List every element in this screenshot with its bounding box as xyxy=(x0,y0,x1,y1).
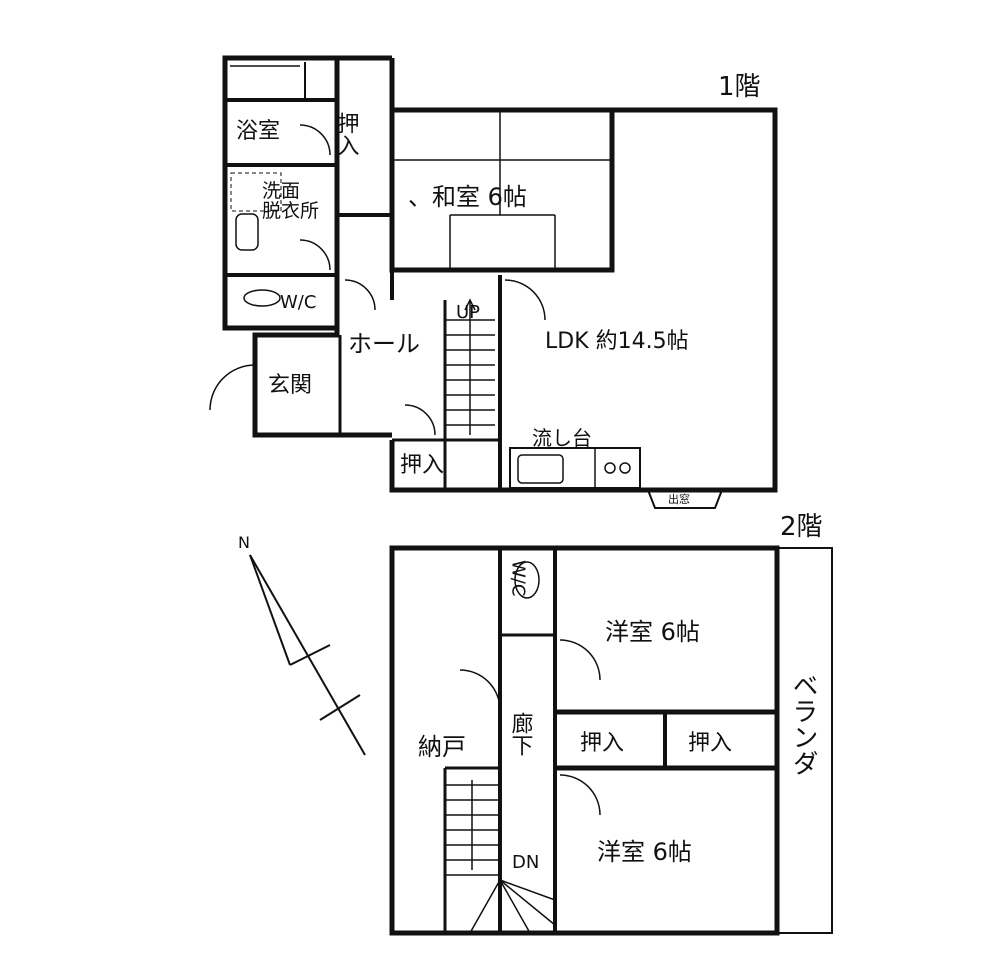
compass-north-label: N xyxy=(238,533,250,552)
stairs-up-label: UP xyxy=(456,302,480,323)
entrance-door-arc xyxy=(209,364,256,411)
kitchen-counter xyxy=(509,447,641,489)
veranda-outline xyxy=(776,547,833,934)
stairs-down-label: DN xyxy=(512,852,539,873)
room-hall: ホール xyxy=(348,330,420,358)
bay-window xyxy=(647,489,723,509)
compass: N xyxy=(238,533,366,756)
room-closet-a: 押入 xyxy=(580,731,624,756)
room-ldk: LDK 約14.5帖 xyxy=(545,329,689,354)
floor1-title: 1階 xyxy=(718,72,761,102)
toilet2-icon xyxy=(514,561,540,599)
sink-basin xyxy=(517,454,564,484)
room-closet-lower: 押入 xyxy=(400,453,444,478)
room-wc1: W/C xyxy=(280,292,316,313)
room-western1: 洋室 6帖 xyxy=(605,618,700,646)
veranda-label: ベランダ xyxy=(788,672,818,776)
room-nando: 納戸 xyxy=(418,733,466,761)
room-washitsu: 、和室 6帖 xyxy=(408,183,527,211)
floor2 xyxy=(389,545,833,936)
kitchen-sink-label: 流し台 xyxy=(532,426,592,450)
stairs-up xyxy=(445,298,495,435)
bay-window-label: 出窓 xyxy=(668,492,690,506)
room-wc2: W/C xyxy=(508,560,529,596)
toilet-icon xyxy=(243,289,281,307)
room-bath: 浴室 xyxy=(236,119,280,144)
washbasin-icon xyxy=(235,213,259,251)
room-western2: 洋室 6帖 xyxy=(597,838,692,866)
floor2-title: 2階 xyxy=(780,512,823,542)
floor1 xyxy=(209,55,778,509)
bath-door-arc xyxy=(299,124,331,156)
room-closet-upper: 押入 xyxy=(334,112,360,156)
room-washroom: 洗面脱衣所 xyxy=(262,180,319,222)
room-corridor: 廊下 xyxy=(508,712,534,756)
room-closet-b: 押入 xyxy=(688,731,732,756)
stairs-down xyxy=(443,766,556,934)
room-genkan: 玄関 xyxy=(268,373,312,398)
washing-machine-icon xyxy=(230,172,282,212)
